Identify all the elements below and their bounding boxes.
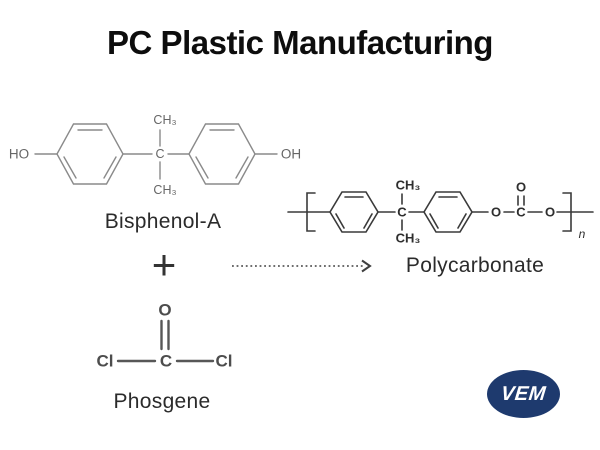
arrowhead-icon xyxy=(361,259,372,273)
page-title: PC Plastic Manufacturing xyxy=(107,24,493,61)
bisphenol-a-structure: HO CH₃ C CH₃ OH xyxy=(9,113,301,197)
bracket-left xyxy=(306,192,316,232)
atom-o-ester-right: O xyxy=(545,205,555,220)
atom-o: O xyxy=(158,301,171,320)
atom-ch3-bottom: CH₃ xyxy=(396,231,421,246)
atom-cl-left: Cl xyxy=(97,352,114,371)
vem-logo: VEM xyxy=(487,370,560,418)
atom-ch3-bottom: CH₃ xyxy=(153,183,176,197)
polycarbonate-label: Polycarbonate xyxy=(405,254,545,277)
atom-c: C xyxy=(160,352,172,371)
atom-c-central: C xyxy=(155,147,164,161)
phosgene-label: Phosgene xyxy=(113,390,211,413)
atom-o-carbonyl: O xyxy=(516,180,526,195)
atom-ch3-top: CH₃ xyxy=(396,178,421,193)
atom-o-ester-left: O xyxy=(491,205,501,220)
benzene-ring-left xyxy=(329,191,379,233)
benzene-ring-right xyxy=(188,123,256,185)
benzene-ring-left xyxy=(56,123,124,185)
atom-ho: HO xyxy=(9,147,29,162)
bisphenol-a-label: Bisphenol-A xyxy=(104,210,222,233)
phosgene-bonds xyxy=(116,319,215,363)
vem-logo-text: VEM xyxy=(499,382,548,405)
atom-ch3-top: CH₃ xyxy=(153,113,176,127)
benzene-ring-right xyxy=(423,191,473,233)
atom-c-central: C xyxy=(397,205,407,220)
bracket-right xyxy=(562,192,572,232)
plus-sign: + xyxy=(151,241,177,288)
bisphenol-a-bonds xyxy=(34,123,278,185)
repeat-unit-subscript: n xyxy=(579,227,586,241)
atom-c-carbonyl: C xyxy=(516,205,526,220)
reaction-arrow xyxy=(232,259,372,273)
polycarbonate-structure: CH₃ C CH₃ O C O O n xyxy=(287,178,594,246)
atom-cl-right: Cl xyxy=(216,352,233,371)
polycarbonate-bonds xyxy=(287,191,594,233)
phosgene-structure: O Cl C Cl xyxy=(97,301,233,371)
atom-oh: OH xyxy=(281,147,301,162)
